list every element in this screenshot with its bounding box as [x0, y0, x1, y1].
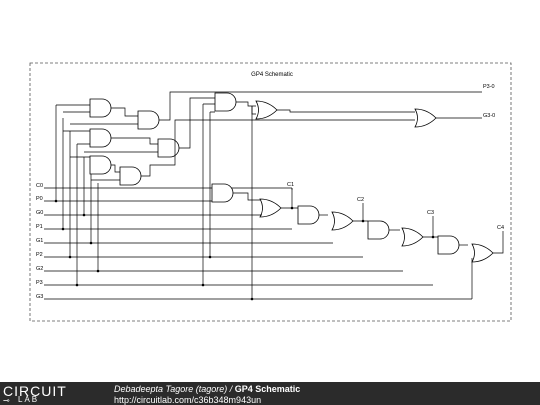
schematic-title: GP4 Schematic: [251, 72, 293, 78]
schematic-canvas: GP4 Schematic C0 P0 G0 P1 G1 P2 G2 P3 G3…: [29, 62, 512, 322]
input-labels: C0 P0 G0 P1 G1 P2 G2 P3 G3: [36, 183, 43, 300]
vertical-taps: [55, 104, 253, 299]
logo-subtitle: LAB: [18, 395, 40, 404]
footer-bar: CIRCUIT ⊸ LAB Debadeepta Tagore (tagore)…: [0, 382, 540, 405]
output-label-g3-0: G3-0: [483, 113, 495, 119]
upper-and-gates: [56, 91, 482, 186]
attribution-line: Debadeepta Tagore (tagore) / GP4 Schemat…: [114, 384, 300, 394]
author-name[interactable]: Debadeepta Tagore (tagore): [114, 384, 228, 394]
input-label-p1: P1: [36, 224, 43, 230]
input-label-p3: P3: [36, 280, 43, 286]
input-label-p2: P2: [36, 252, 43, 258]
design-title: GP4 Schematic: [234, 384, 301, 394]
title-separator: /: [227, 384, 235, 394]
input-rails: [44, 187, 472, 300]
input-label-g1: G1: [36, 238, 43, 244]
carry-label-c2: C2: [357, 197, 364, 203]
carry-label-c3: C3: [427, 210, 434, 216]
carry-label-c1: C1: [287, 182, 294, 188]
carry-label-c4: C4: [497, 225, 504, 231]
resistor-icon: ⊸: [3, 396, 10, 405]
input-label-g2: G2: [36, 266, 43, 272]
output-label-p3-0: P3-0: [483, 84, 495, 90]
input-label-g3: G3: [36, 294, 43, 300]
design-url[interactable]: http://circuitlab.com/c36b348m943un: [114, 395, 262, 405]
junction-dots: [54, 199, 435, 301]
circuitlab-logo-icon[interactable]: CIRCUIT: [3, 383, 67, 399]
input-label-c0: C0: [36, 183, 43, 189]
drawing-frame: [29, 62, 512, 322]
input-label-g0: G0: [36, 210, 43, 216]
input-label-p0: P0: [36, 196, 43, 202]
